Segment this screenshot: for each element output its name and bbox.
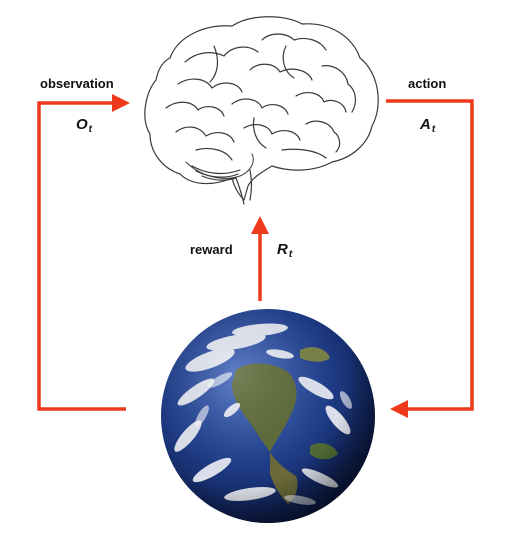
observation-symbol: Ot [76,117,92,135]
action-symbol-letter: A [420,116,431,133]
action-symbol: At [420,117,435,135]
reward-label: reward [190,242,233,257]
action-symbol-subscript: t [431,124,436,135]
observation-symbol-subscript: t [88,124,93,135]
earth-icon [161,309,375,523]
reward-symbol: Rt [277,242,292,260]
reward-symbol-subscript: t [288,249,293,260]
action-label: action [408,76,447,91]
reward-symbol-letter: R [277,241,288,258]
observation-label: observation [40,76,114,91]
brain-icon [144,16,379,205]
reward-arrow [251,216,269,301]
action-arrow [386,99,474,418]
observation-symbol-letter: O [76,116,88,133]
observation-arrow [37,94,130,411]
